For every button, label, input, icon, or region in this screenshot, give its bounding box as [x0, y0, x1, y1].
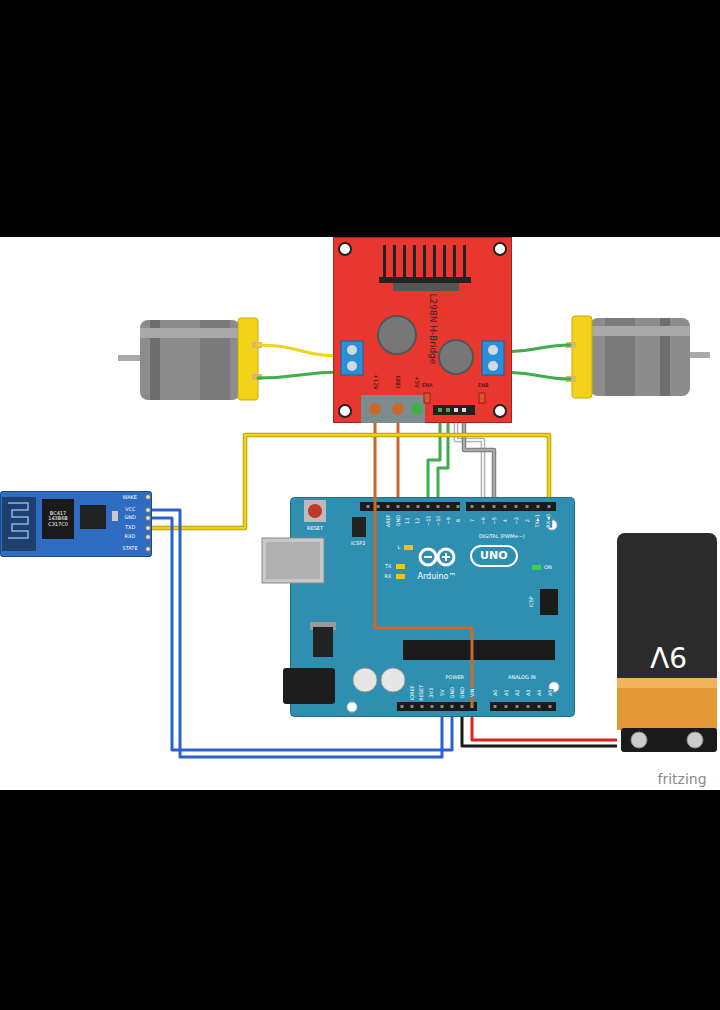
pin-label: 2: [524, 519, 530, 522]
pin-label: ICSP: [528, 596, 534, 607]
pin-label: ~6: [480, 517, 486, 524]
pin-label: RESET: [307, 526, 323, 532]
right-motor: [566, 316, 710, 398]
h-bridge-board: L298N H-Bridge +12V GND +5VENA ENB: [333, 237, 512, 423]
pin-label: L: [398, 545, 401, 551]
pin-label: Arduino™: [418, 573, 457, 582]
pin-label: GND: [449, 687, 455, 698]
pin-label: VIN: [469, 688, 475, 697]
pin-label: 4: [502, 519, 508, 522]
pin-label: POWER: [446, 675, 465, 681]
pin-label: A2: [514, 689, 520, 696]
board-label: ENA: [422, 383, 432, 389]
pin-label: GND: [125, 515, 136, 521]
wire: [462, 717, 617, 746]
pin-label: STATE: [123, 546, 138, 552]
pin-label: ~11: [425, 515, 431, 526]
bluetooth-module: WAKE VCC GND TXD RXD STATE BC417 143B6B C317C0: [0, 491, 152, 557]
board-label: +12V: [372, 374, 378, 389]
pin-label: 8: [455, 519, 461, 522]
pin-label: AREF: [385, 514, 391, 527]
canvas: [0, 237, 720, 790]
pin-label: ~3: [513, 517, 519, 524]
pin-label: RX◄0: [546, 514, 552, 528]
microcontroller-board: RESETICSP2AREFGND1312~11~10~987~6~54~32T…: [290, 497, 575, 717]
pin-label: GND: [395, 515, 401, 526]
pin-label: TX: [385, 564, 391, 570]
pin-label: RESET: [419, 685, 425, 701]
pin-label: BC417 143B6B C317C0: [43, 511, 73, 528]
pin-label: ON: [544, 565, 552, 571]
pin-label: WAKE: [123, 495, 138, 501]
board-label: GND: [395, 376, 401, 389]
pin-label: IOREF: [409, 685, 415, 700]
watermark: fritzing: [658, 772, 707, 787]
battery-label: 9V: [650, 640, 687, 671]
pin-label: 13: [405, 518, 411, 524]
pin-label: ~9: [445, 517, 451, 524]
pin-label: A4: [536, 689, 542, 696]
pin-label: A0: [492, 689, 498, 696]
pin-label: RX: [385, 574, 392, 580]
pin-label: A5: [547, 689, 553, 696]
pin-label: ICSP2: [351, 541, 365, 547]
board-label: L298N H-Bridge: [427, 294, 437, 365]
pin-label: DIGITAL (PWM=~): [479, 534, 525, 540]
battery: 9V: [617, 533, 717, 755]
left-motor: [118, 318, 262, 400]
board-label: ENB: [478, 383, 488, 389]
pin-label: RXD: [125, 534, 136, 540]
pin-label: 7: [469, 519, 475, 522]
pin-label: A3: [525, 689, 531, 696]
pin-label: ANALOG IN: [508, 675, 536, 681]
pin-label: 12: [415, 518, 421, 524]
pin-label: ~10: [435, 515, 441, 526]
pin-label: ~5: [491, 517, 497, 524]
h-bridge-board-art: [333, 237, 512, 423]
wire: [472, 717, 617, 740]
pin-label: UNO: [480, 550, 508, 562]
pin-label: 5V: [439, 689, 445, 696]
board-label: +5V: [414, 376, 420, 388]
pin-label: A1: [503, 689, 509, 696]
pin-label: TX►1: [535, 514, 541, 528]
pin-label: TXD: [125, 525, 135, 531]
pin-label: 3V3: [429, 688, 435, 698]
pin-label: GND: [459, 687, 465, 698]
pin-label: VCC: [125, 507, 135, 513]
